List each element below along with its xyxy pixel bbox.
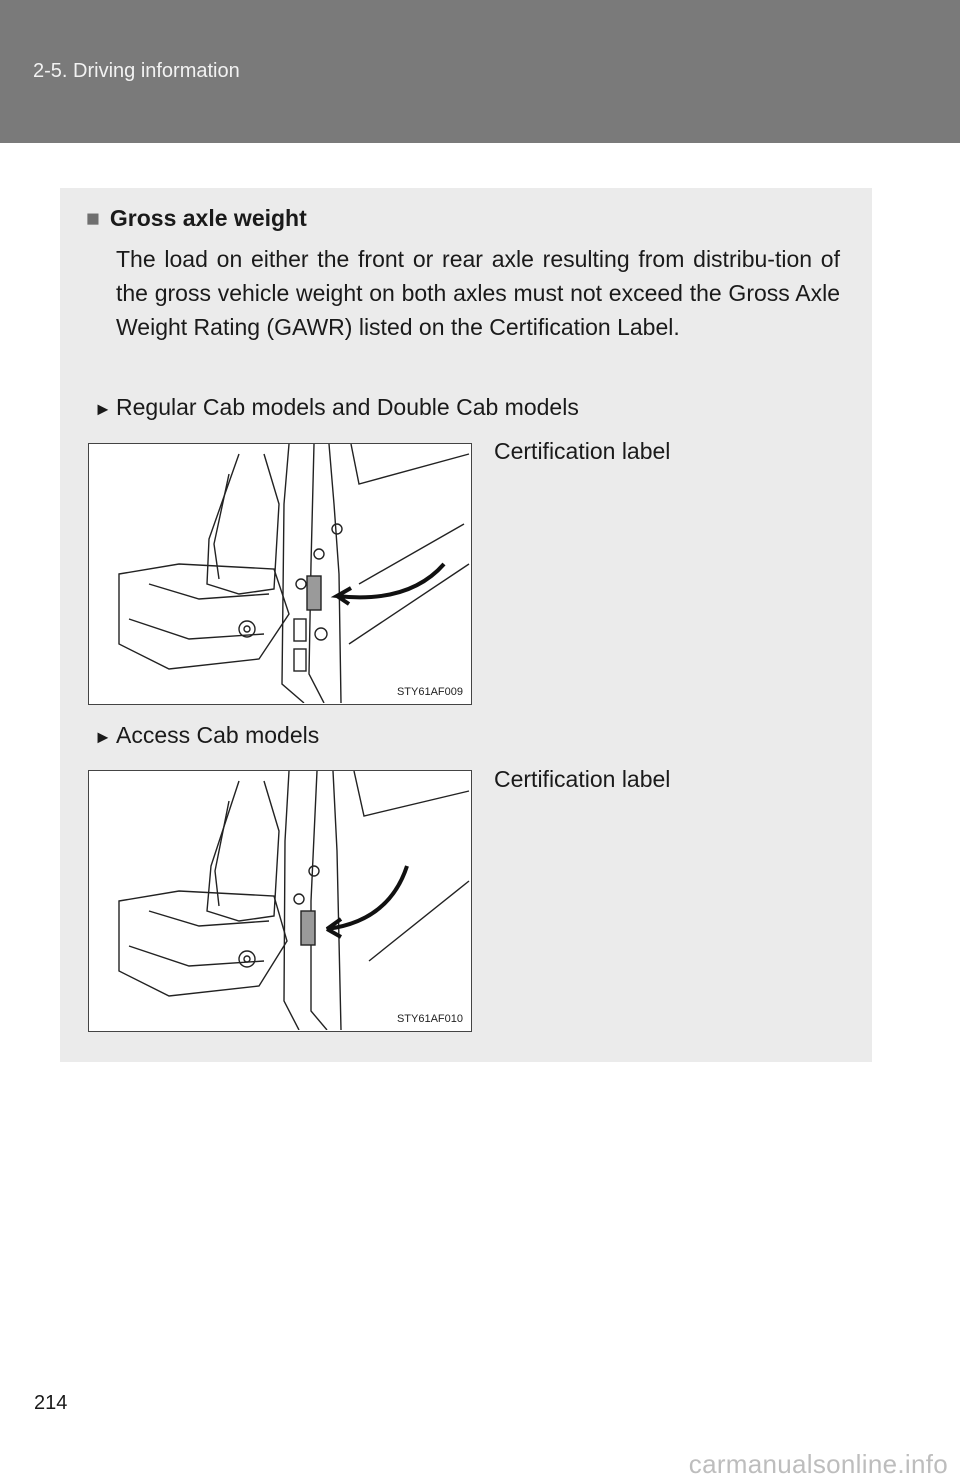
figure-code: STY61AF010 — [396, 1013, 463, 1025]
section-paragraph: The load on either the front or rear axl… — [116, 246, 840, 340]
list-item: ►Regular Cab models and Double Cab model… — [94, 394, 579, 421]
section-breadcrumb: 2-5. Driving information — [33, 60, 240, 82]
list-item-label: Regular Cab models and Double Cab models — [116, 394, 579, 420]
section-title: Gross axle weight — [109, 205, 307, 231]
page-number: 214 — [34, 1392, 68, 1414]
seat-pillar-illustration — [118, 771, 470, 1030]
square-bullet-icon: ■ — [86, 205, 100, 231]
seat-illustration-figure: STY61AF009 — [88, 443, 472, 705]
callout-label: Certification label — [494, 766, 671, 792]
triangle-bullet-icon: ► — [94, 399, 112, 419]
watermark: carmanualsonline.info — [688, 1449, 948, 1479]
page-header: 2-5. Driving information — [0, 0, 960, 143]
seat-pillar-illustration — [118, 444, 470, 703]
seat-illustration-figure: STY61AF010 — [88, 770, 472, 1032]
callout-label: Certification label — [494, 438, 671, 464]
triangle-bullet-icon: ► — [94, 727, 112, 747]
list-item: ►Access Cab models — [94, 722, 319, 749]
section-heading: ■ Gross axle weight — [86, 205, 307, 232]
figure-code: STY61AF009 — [396, 686, 463, 698]
list-item-label: Access Cab models — [116, 722, 320, 748]
